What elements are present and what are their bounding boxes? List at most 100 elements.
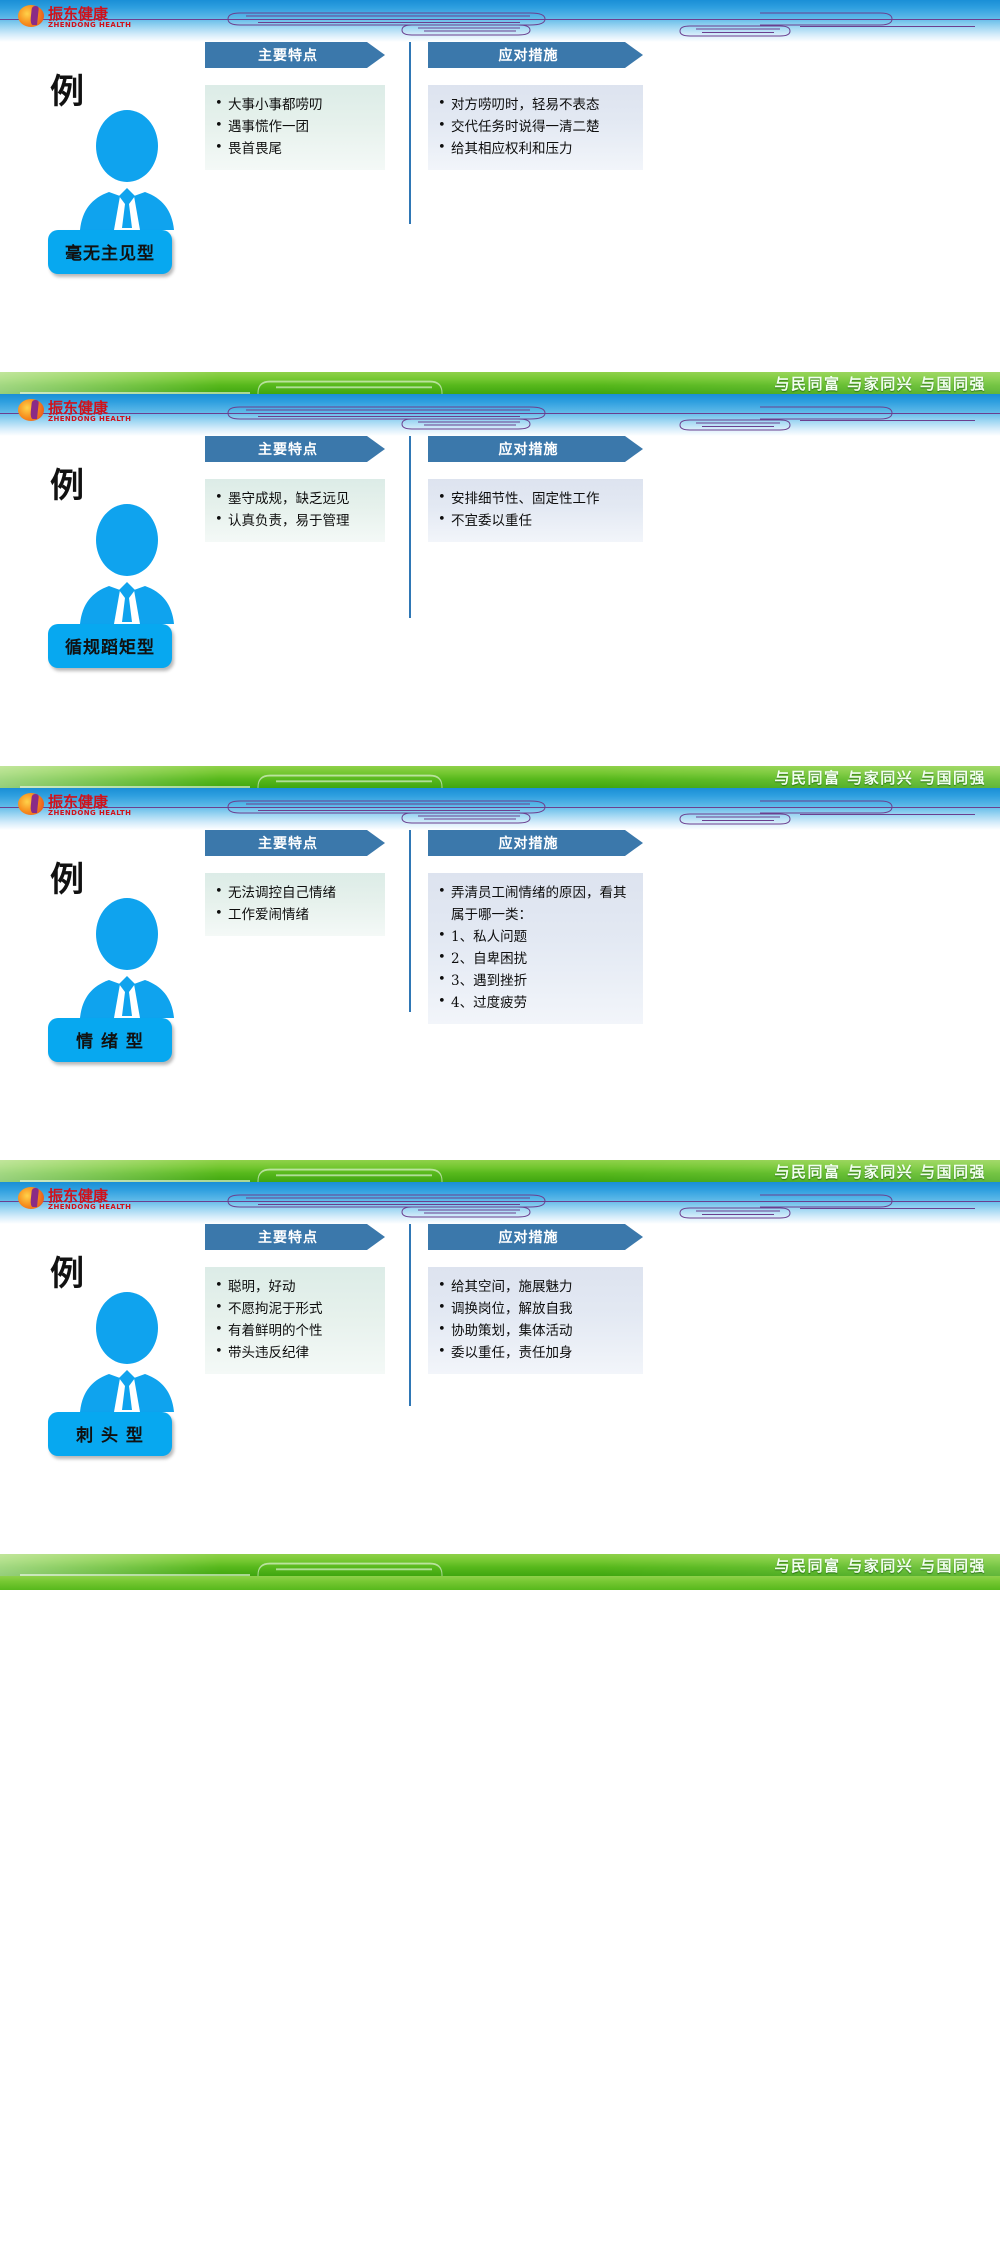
header-decoration <box>227 406 975 431</box>
zhendong-logo-icon <box>18 793 44 815</box>
features-heading: 主要特点 <box>205 830 385 856</box>
countermeasures-heading: 应对措施 <box>428 42 643 68</box>
column-main-features: 主要特点 墨守成规，缺乏远见认真负责，易于管理 <box>205 436 385 542</box>
features-list: 聪明，好动不愿拘泥于形式有着鲜明的个性带头违反纪律 <box>215 1275 377 1364</box>
logo-cn-text: 振东健康 <box>48 399 109 417</box>
page-title: 例 <box>50 72 84 112</box>
list-item: 带头违反纪律 <box>215 1341 377 1364</box>
features-list: 墨守成规，缺乏远见认真负责，易于管理 <box>215 487 377 532</box>
list-item: 给其相应权利和压力 <box>438 137 635 160</box>
green-separator-band: 与民同富 与家同兴 与国同强 <box>0 372 1000 394</box>
features-heading-text: 主要特点 <box>258 48 318 64</box>
list-item: 工作爱闹情绪 <box>215 903 377 926</box>
person-icon <box>62 498 192 648</box>
features-list: 大事小事都唠叨遇事慌作一团畏首畏尾 <box>215 93 377 160</box>
countermeasures-heading-text: 应对措施 <box>498 836 559 852</box>
header-band: 振东健康 ZHENDONG HEALTH <box>0 1182 1000 1224</box>
header-band: 振东健康 ZHENDONG HEALTH <box>0 394 1000 436</box>
features-panel: 大事小事都唠叨遇事慌作一团畏首畏尾 <box>205 85 385 170</box>
green-band-decoration <box>20 380 443 394</box>
green-separator-band: 与民同富 与家同兴 与国同强 <box>0 1554 1000 1576</box>
zhendong-logo-icon <box>18 1187 44 1209</box>
features-panel: 无法调控自己情绪工作爱闹情绪 <box>205 873 385 936</box>
list-item: 1、私人问题 <box>438 925 635 948</box>
slide: 例 情 绪 型 主要特点 无法调控自己情绪工作爱闹情绪 应对措施 <box>0 830 1000 1160</box>
list-item: 调换岗位，解放自我 <box>438 1297 635 1320</box>
list-item: 不宜委以重任 <box>438 509 635 532</box>
list-item: 交代任务时说得一清二楚 <box>438 115 635 138</box>
list-item: 有着鲜明的个性 <box>215 1319 377 1342</box>
band-glow <box>0 372 1000 394</box>
countermeasures-panel: 给其空间，施展魅力调换岗位，解放自我协助策划，集体活动委以重任，责任加身 <box>428 1267 643 1374</box>
slide-deck: 振东健康 ZHENDONG HEALTH 例 毫无主见型 主要特点 大事小事都唠… <box>0 0 1000 1590</box>
person-icon <box>62 1286 192 1436</box>
logo-cn-text: 振东健康 <box>48 1187 109 1205</box>
column-divider <box>409 1224 411 1406</box>
features-heading-text: 主要特点 <box>258 442 318 458</box>
bottom-band <box>0 1576 1000 1590</box>
countermeasures-panel: 安排细节性、固定性工作不宜委以重任 <box>428 479 643 542</box>
header-decoration <box>227 1194 975 1219</box>
features-heading: 主要特点 <box>205 42 385 68</box>
list-item: 不愿拘泥于形式 <box>215 1297 377 1320</box>
person-icon <box>62 104 192 254</box>
countermeasures-list: 安排细节性、固定性工作不宜委以重任 <box>438 487 635 532</box>
list-item: 2、自卑困扰 <box>438 947 635 970</box>
countermeasures-heading: 应对措施 <box>428 830 643 856</box>
logo-en-text: ZHENDONG HEALTH <box>48 809 132 817</box>
logo-cn-text: 振东健康 <box>48 793 109 811</box>
logo-en-text: ZHENDONG HEALTH <box>48 415 132 423</box>
features-panel: 墨守成规，缺乏远见认真负责，易于管理 <box>205 479 385 542</box>
countermeasures-list: 对方唠叨时，轻易不表态交代任务时说得一清二楚给其相应权利和压力 <box>438 93 635 160</box>
column-divider <box>409 830 411 1012</box>
column-countermeasures: 应对措施 安排细节性、固定性工作不宜委以重任 <box>428 436 643 542</box>
list-item: 3、遇到挫折 <box>438 969 635 992</box>
list-item: 聪明，好动 <box>215 1275 377 1298</box>
slide: 例 毫无主见型 主要特点 大事小事都唠叨遇事慌作一团畏首畏尾 应对措施 <box>0 42 1000 372</box>
list-item: 协助策划，集体活动 <box>438 1319 635 1342</box>
list-item: 委以重任，责任加身 <box>438 1341 635 1364</box>
type-label: 情 绪 型 <box>48 1018 172 1062</box>
brand-slogan: 与民同富 与家同兴 与国同强 <box>774 1557 986 1575</box>
list-item: 遇事慌作一团 <box>215 115 377 138</box>
header-band: 振东健康 ZHENDONG HEALTH <box>0 788 1000 830</box>
header-band: 振东健康 ZHENDONG HEALTH <box>0 0 1000 42</box>
brand-logo: 振东健康 ZHENDONG HEALTH <box>18 397 148 427</box>
page-title: 例 <box>50 1254 84 1294</box>
column-countermeasures: 应对措施 给其空间，施展魅力调换岗位，解放自我协助策划，集体活动委以重任，责任加… <box>428 1224 643 1374</box>
countermeasures-heading: 应对措施 <box>428 1224 643 1250</box>
type-label: 毫无主见型 <box>48 230 172 274</box>
column-main-features: 主要特点 大事小事都唠叨遇事慌作一团畏首畏尾 <box>205 42 385 170</box>
brand-logo: 振东健康 ZHENDONG HEALTH <box>18 3 148 33</box>
list-item: 对方唠叨时，轻易不表态 <box>438 93 635 116</box>
countermeasures-panel: 弄清员工闹情绪的原因，看其属于哪一类：1、私人问题2、自卑困扰3、遇到挫折4、过… <box>428 873 643 1024</box>
list-item: 安排细节性、固定性工作 <box>438 487 635 510</box>
list-item: 属于哪一类： <box>451 907 532 923</box>
column-main-features: 主要特点 聪明，好动不愿拘泥于形式有着鲜明的个性带头违反纪律 <box>205 1224 385 1374</box>
features-panel: 聪明，好动不愿拘泥于形式有着鲜明的个性带头违反纪律 <box>205 1267 385 1374</box>
list-item: 大事小事都唠叨 <box>215 93 377 116</box>
slide: 例 刺 头 型 主要特点 聪明，好动不愿拘泥于形式有着鲜明的个性带头违反纪律 应… <box>0 1224 1000 1554</box>
features-heading: 主要特点 <box>205 1224 385 1250</box>
zhendong-logo-icon <box>18 399 44 421</box>
column-divider <box>409 436 411 618</box>
countermeasures-heading-text: 应对措施 <box>498 1230 559 1246</box>
green-separator-band: 与民同富 与家同兴 与国同强 <box>0 1160 1000 1182</box>
green-band-decoration <box>20 774 443 788</box>
list-item: 弄清员工闹情绪的原因，看其 <box>438 881 635 904</box>
features-heading: 主要特点 <box>205 436 385 462</box>
countermeasures-heading-text: 应对措施 <box>498 442 559 458</box>
list-item: 给其空间，施展魅力 <box>438 1275 635 1298</box>
band-glow <box>0 766 1000 788</box>
zhendong-logo-icon <box>18 5 44 27</box>
person-icon <box>62 892 192 1042</box>
logo-en-text: ZHENDONG HEALTH <box>48 1203 132 1211</box>
logo-en-text: ZHENDONG HEALTH <box>48 21 132 29</box>
logo-cn-text: 振东健康 <box>48 5 109 23</box>
header-decoration <box>227 800 975 825</box>
green-separator-band: 与民同富 与家同兴 与国同强 <box>0 766 1000 788</box>
column-divider <box>409 42 411 224</box>
slide: 例 循规蹈矩型 主要特点 墨守成规，缺乏远见认真负责，易于管理 应对措施 <box>0 436 1000 766</box>
band-glow <box>0 1160 1000 1182</box>
